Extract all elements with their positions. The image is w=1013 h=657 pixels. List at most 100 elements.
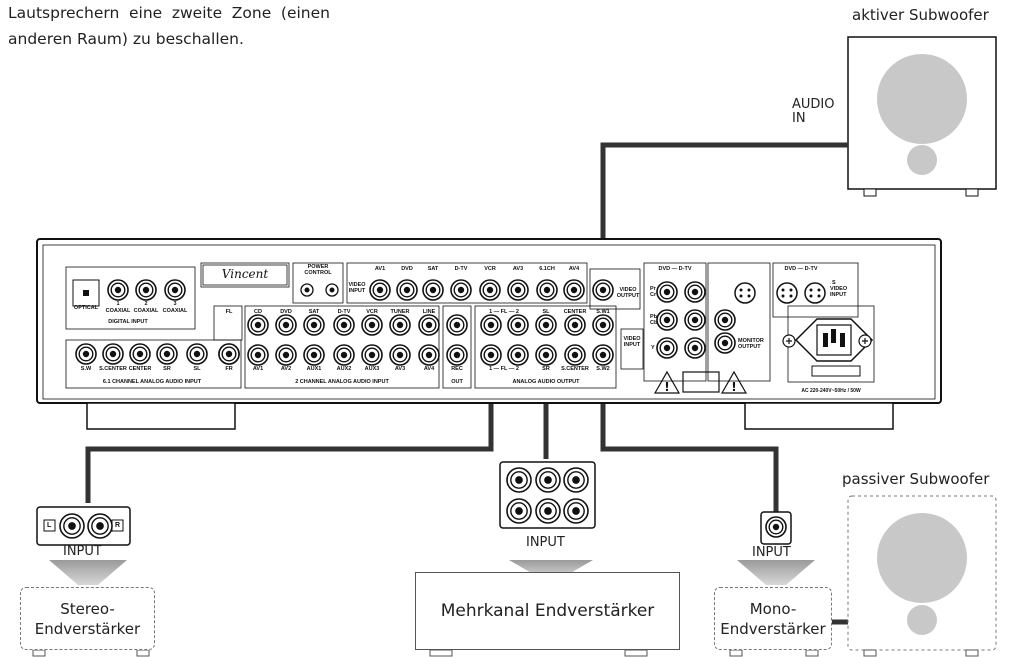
mono-input-jack [765,516,787,538]
receiver-label: S.W2 [596,366,610,372]
receiver-label: DVD [280,309,292,315]
two-ch-left-jack-4 [333,314,355,336]
receiver-label: AUX1 [306,366,322,372]
receiver-label: CENTER [128,366,152,372]
receiver-rear-panel: ! ! [36,238,942,430]
two-ch-left-jack-7 [418,314,440,336]
receiver-foot-left [86,402,236,430]
active-subwoofer-foot-right [965,188,979,197]
receiver-label: CONTROL [304,270,332,276]
two-ch-right-jack-1 [247,344,269,366]
receiver-label: 6.1CH [539,266,555,272]
active-subwoofer-label: aktiver Subwoofer [852,6,989,24]
active-subwoofer [847,36,997,197]
multichannel-input-jack-4 [506,498,532,524]
stereo-input-label: INPUT [63,544,102,559]
receiver-label: 1 [116,301,120,307]
multichannel-input-jack-3 [563,467,589,493]
six-one-input-jack-4 [156,343,178,365]
receiver-label: CD [254,309,262,315]
two-ch-left-jack-6 [389,314,411,336]
two-ch-right-jack-2 [275,344,297,366]
receiver-label: VCR [366,309,378,315]
receiver-label: SR [542,366,550,372]
receiver-foot-right [744,402,894,430]
receiver-label: AV1 [252,366,264,372]
receiver-label: DVD — D-TV [658,266,692,272]
receiver-label: CENTER [563,309,587,315]
video-input-jack-7 [536,279,558,301]
analog-out-top-jack-2 [507,314,529,336]
receiver-label: SL [193,366,201,372]
cable-to-stereo-amp [85,393,494,503]
video-input-jack-1 [369,279,391,301]
receiver-label: AV3 [394,366,406,372]
two-ch-left-jack-5 [361,314,383,336]
two-ch-right-jack-3 [303,344,325,366]
receiver-label: MONITOR [738,338,764,344]
ac-label: AC 220-240V~50Hz / 50W [801,388,861,394]
ac-inlet [782,318,874,377]
receiver-label: COAXIAL [162,308,188,314]
multichannel-input-label: INPUT [526,535,565,550]
receiver-label: COAXIAL [133,308,159,314]
coaxial-jack-2 [135,279,157,301]
passive-subwoofer-label: passiver Subwoofer [842,470,990,488]
receiver-label: INPUT [830,292,847,298]
svideo-jacks [734,282,826,304]
receiver-label: VIDEO [619,287,637,293]
analog-out-bottom-jack-5 [592,344,614,366]
rec-out-left-jack [446,314,468,336]
brand-logo: Vincent [221,267,269,281]
analog-out-bottom-jack-1 [480,344,502,366]
passive-subwoofer-woofer [877,513,967,603]
component-jack-3 [656,309,678,331]
multichannel-input-jack-6 [563,498,589,524]
video-input-jack-8 [563,279,585,301]
warning-symbols [653,370,748,394]
receiver-label: INPUT [623,342,641,348]
coaxial-jack-3 [164,279,186,301]
optical-label: OPTICAL [73,305,99,311]
component-jack-6 [684,337,706,359]
analog-out-top-jack-3 [535,314,557,336]
two-ch-left-jack-1 [247,314,269,336]
digital-input-title: DIGITAL INPUT [108,319,148,325]
receiver-label: SL [542,309,550,315]
receiver-label: INPUT [348,288,366,294]
stereo-amp-label-line1: Stereo- [60,599,115,618]
receiver-label: 1 — FL — 2 [489,366,519,372]
component-jack-4 [684,309,706,331]
analog-out-top-jack-5 [592,314,614,336]
svg-text:!: ! [731,380,736,394]
monitor-output-jack [714,332,736,354]
receiver-label: OUTPUT [616,293,640,299]
receiver-label: VCR [484,266,496,272]
stereo-input-jack-left [59,513,85,539]
receiver-label: 1 — FL — 2 [489,309,519,315]
active-subwoofer-foot-left [863,188,877,197]
two-ch-right-jack-6 [389,344,411,366]
receiver-label: S.CENTER [561,366,589,372]
six-one-input-jack-3 [129,343,151,365]
rca-connectors [75,279,736,366]
receiver-label: S.W [80,366,92,372]
six-one-input-jack-2 [102,343,124,365]
analog-out-bottom-jack-4 [564,344,586,366]
video-input-jack-6 [507,279,529,301]
two-ch-right-jack-7 [418,344,440,366]
receiver-label: D-TV [454,266,468,272]
passive-subwoofer-port [907,605,937,635]
two-ch-right-jack-4 [333,344,355,366]
passive-subwoofer [847,495,997,657]
receiver-label: DVD [401,266,413,272]
audio-in-label: AUDIO IN [792,98,835,126]
receiver-label: AUX2 [336,366,352,372]
stereo-input-jack-right [87,513,113,539]
receiver-label: Cr [650,292,657,298]
audio-in-label-line1: AUDIO [792,97,835,112]
receiver-label: S [832,280,836,286]
receiver-label: AV1 [374,266,386,272]
receiver-label: VIDEO [830,286,848,292]
component-jack-1 [656,281,678,303]
